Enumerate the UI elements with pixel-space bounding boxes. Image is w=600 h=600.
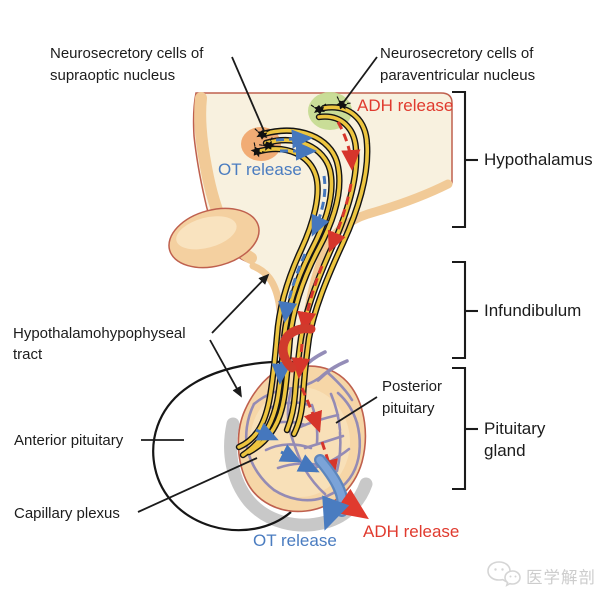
- label-anterior-pituitary: Anterior pituitary: [14, 432, 124, 449]
- label-capillary-plexus: Capillary plexus: [14, 505, 120, 522]
- label-posterior-pituitary-line1: Posterior: [382, 378, 442, 395]
- supraoptic-nucleus-spot: [241, 127, 281, 161]
- watermark: 医学解剖: [487, 561, 596, 587]
- label-supraoptic-line1: Neurosecretory cells of: [50, 45, 204, 62]
- label-paraventricular-line1: Neurosecretory cells of: [380, 45, 534, 62]
- label-infundibulum: Infundibulum: [484, 301, 581, 320]
- label-adh-release-top: ADH release: [357, 96, 453, 115]
- label-ot-release-bottom: OT release: [253, 531, 337, 550]
- adh-release-arrow: [334, 488, 369, 520]
- leader-tract-lower: [209, 339, 242, 398]
- label-paraventricular-line2: paraventricular nucleus: [380, 67, 535, 84]
- adh-transport-arrows: [291, 121, 361, 481]
- optic-chiasm: [168, 207, 260, 269]
- brackets: [452, 90, 478, 491]
- label-supraoptic-line2: supraoptic nucleus: [50, 67, 175, 84]
- label-ot-release-top: OT release: [218, 160, 302, 179]
- label-pituitary-gland-line2: gland: [484, 441, 526, 460]
- ot-release-arrow: [322, 495, 350, 531]
- label-hypophyseal-tract-line2: tract: [13, 346, 43, 363]
- leader-supraoptic: [231, 56, 265, 132]
- leader-lines: [137, 56, 378, 513]
- watermark-text: 医学解剖: [526, 568, 596, 587]
- leader-tract-upper: [211, 273, 270, 334]
- label-hypophyseal-tract-line1: Hypothalamohypophyseal: [13, 325, 186, 342]
- hypophyseal-artery: [278, 324, 316, 373]
- leader-paraventricular: [342, 56, 378, 104]
- label-adh-release-bottom: ADH release: [363, 522, 459, 541]
- anterior-pituitary-outline: [152, 360, 296, 532]
- label-hypothalamus: Hypothalamus: [484, 150, 593, 169]
- leader-posterior-pituitary: [335, 396, 378, 424]
- wechat-icon: [487, 561, 521, 587]
- label-pituitary-gland-line1: Pituitary: [484, 419, 546, 438]
- leader-capillary-plexus: [137, 457, 258, 513]
- label-posterior-pituitary-line2: pituitary: [382, 400, 435, 417]
